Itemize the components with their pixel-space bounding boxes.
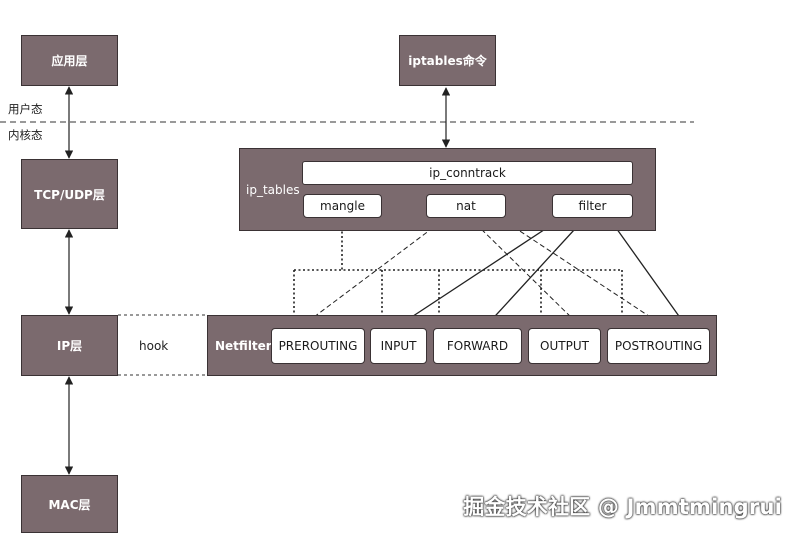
hook-postrouting-label: POSTROUTING [614, 339, 703, 353]
hook-output: OUTPUT [528, 328, 601, 364]
mangle-table-label: mangle [320, 199, 365, 213]
kernel-space-label: 内核态 [8, 128, 43, 142]
ip-tables-label: ip_tables [246, 183, 300, 197]
app-layer-box: 应用层 [21, 35, 118, 86]
hook-output-label: OUTPUT [540, 339, 589, 353]
ip-layer-box: IP层 [21, 315, 118, 376]
hook-input: INPUT [370, 328, 427, 364]
tcp-udp-layer-box: TCP/UDP层 [21, 159, 118, 229]
mac-layer-box: MAC层 [21, 475, 118, 533]
filter-table-box: filter [552, 194, 633, 218]
app-layer-label: 应用层 [51, 54, 88, 68]
mac-layer-label: MAC层 [48, 497, 91, 512]
netfilter-label: Netfilter [215, 339, 272, 353]
hook-forward: FORWARD [433, 328, 522, 364]
ip-layer-label: IP层 [56, 339, 83, 353]
nat-table-label: nat [456, 199, 476, 213]
ip-conntrack-box: ip_conntrack [302, 161, 633, 185]
nat-table-box: nat [426, 194, 506, 218]
filter-table-label: filter [578, 199, 607, 213]
nat-connectors [301, 217, 665, 327]
hook-prerouting: PREROUTING [271, 328, 365, 364]
tcp-udp-layer-label: TCP/UDP层 [34, 187, 105, 202]
mangle-table-box: mangle [303, 194, 382, 218]
hook-label: hook [139, 339, 169, 353]
hook-input-label: INPUT [380, 339, 417, 353]
iptables-command-label: iptables命令 [408, 54, 487, 68]
mangle-connectors [293, 218, 623, 326]
hook-forward-label: FORWARD [446, 339, 509, 353]
iptables-command-box: iptables命令 [399, 35, 496, 86]
user-space-label: 用户态 [8, 102, 43, 116]
hook-prerouting-label: PREROUTING [278, 339, 358, 353]
hook-postrouting: POSTROUTING [607, 328, 710, 364]
filter-connectors [397, 217, 687, 327]
watermark: 掘金技术社区 @ Jmmtmingrui [463, 495, 782, 519]
ip-conntrack-label: ip_conntrack [429, 166, 506, 180]
